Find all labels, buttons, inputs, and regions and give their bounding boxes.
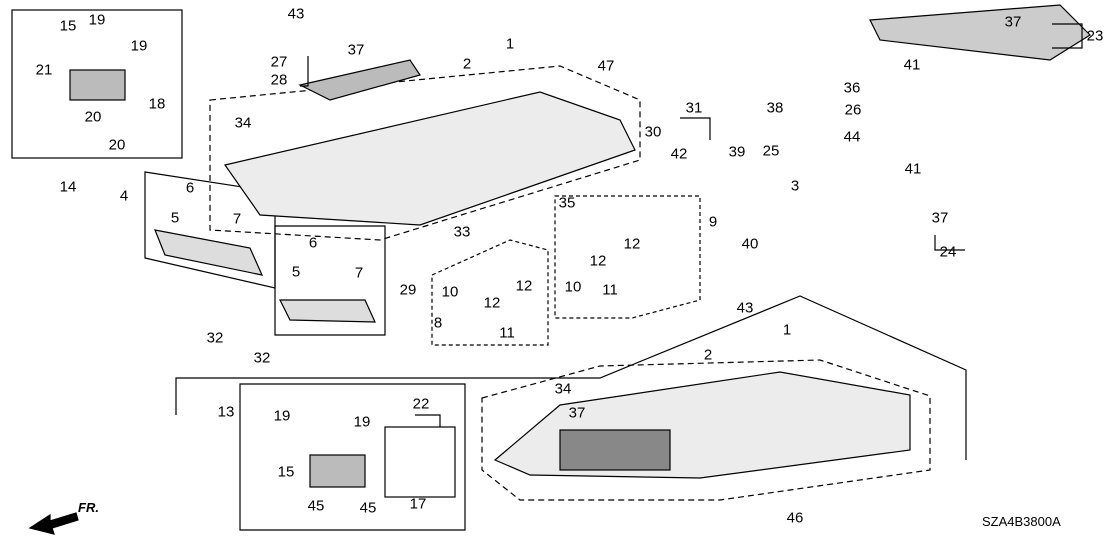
part-label-46[interactable]: 46 — [786, 509, 804, 527]
part-label-7[interactable]: 7 — [232, 210, 242, 228]
part-label-15[interactable]: 15 — [59, 17, 77, 35]
part-label-36[interactable]: 36 — [843, 79, 861, 97]
part-label-37[interactable]: 37 — [1004, 13, 1022, 31]
part-label-6[interactable]: 6 — [308, 234, 318, 252]
part-label-12[interactable]: 12 — [515, 277, 533, 295]
part-label-9[interactable]: 9 — [708, 213, 718, 231]
part-23 — [869, 4, 1091, 61]
part-label-45[interactable]: 45 — [359, 499, 377, 517]
part-label-1[interactable]: 1 — [782, 321, 792, 339]
part-label-44[interactable]: 44 — [843, 128, 861, 146]
part-label-27[interactable]: 27 — [270, 53, 288, 71]
group-box-13 — [239, 383, 466, 531]
part-label-37[interactable]: 37 — [931, 209, 949, 227]
part-label-11[interactable]: 11 — [499, 324, 515, 342]
part-label-6[interactable]: 6 — [185, 179, 195, 197]
part-label-47[interactable]: 47 — [597, 57, 615, 75]
part-label-23[interactable]: 23 — [1086, 27, 1104, 45]
part-label-24[interactable]: 24 — [939, 243, 957, 261]
part-label-42[interactable]: 42 — [670, 145, 688, 163]
part-label-5[interactable]: 5 — [291, 263, 301, 281]
part-label-41[interactable]: 41 — [904, 160, 922, 178]
part-label-40[interactable]: 40 — [741, 235, 759, 253]
group-box-46 — [481, 359, 931, 501]
group-box-8 — [431, 239, 549, 346]
part-label-21[interactable]: 21 — [35, 61, 53, 79]
part-label-30[interactable]: 30 — [644, 123, 662, 141]
part-label-20[interactable]: 20 — [108, 136, 126, 154]
part-label-7[interactable]: 7 — [354, 264, 364, 282]
part-label-32[interactable]: 32 — [253, 349, 271, 367]
part-label-20[interactable]: 20 — [84, 108, 102, 126]
part-label-32[interactable]: 32 — [206, 329, 224, 347]
part-map-light-13 — [309, 454, 366, 488]
part-label-12[interactable]: 12 — [483, 294, 501, 312]
part-label-5[interactable]: 5 — [170, 209, 180, 227]
part-label-11[interactable]: 11 — [602, 281, 618, 299]
part-label-14[interactable]: 14 — [59, 178, 77, 196]
part-label-31[interactable]: 31 — [685, 99, 703, 117]
part-label-35[interactable]: 35 — [558, 194, 576, 212]
group-box-14 — [11, 9, 183, 159]
part-label-41[interactable]: 41 — [903, 56, 921, 74]
part-label-12[interactable]: 12 — [589, 252, 607, 270]
part-label-22[interactable]: 22 — [412, 395, 430, 413]
leader-24 — [934, 235, 965, 251]
sunroof-opening — [559, 429, 671, 471]
part-label-45[interactable]: 45 — [307, 497, 325, 515]
part-map-light-14 — [69, 69, 126, 101]
part-label-15[interactable]: 15 — [277, 463, 295, 481]
group-box-47 — [209, 65, 641, 241]
part-label-34[interactable]: 34 — [554, 380, 572, 398]
part-label-38[interactable]: 38 — [766, 99, 784, 117]
part-label-37[interactable]: 37 — [568, 404, 586, 422]
group-box-9 — [554, 195, 701, 319]
part-label-28[interactable]: 28 — [270, 71, 288, 89]
group-box-22 — [384, 426, 456, 498]
leader-23 — [1052, 23, 1083, 49]
part-label-19[interactable]: 19 — [88, 11, 106, 29]
leader-31 — [680, 117, 711, 140]
sun-visor-29 — [279, 299, 376, 323]
part-label-19[interactable]: 19 — [273, 407, 291, 425]
part-27-28 — [298, 59, 421, 101]
part-label-33[interactable]: 33 — [453, 223, 471, 241]
sun-visor-4 — [154, 229, 264, 276]
part-label-18[interactable]: 18 — [148, 95, 166, 113]
part-label-25[interactable]: 25 — [762, 142, 780, 160]
leader-22 — [415, 414, 441, 427]
roof-frame-line — [175, 295, 967, 460]
part-label-2[interactable]: 2 — [462, 55, 472, 73]
part-label-10[interactable]: 10 — [441, 283, 459, 301]
part-label-8[interactable]: 8 — [433, 314, 443, 332]
part-label-13[interactable]: 13 — [217, 403, 235, 421]
part-label-37[interactable]: 37 — [347, 41, 365, 59]
part-label-19[interactable]: 19 — [130, 37, 148, 55]
part-label-19[interactable]: 19 — [353, 413, 371, 431]
part-label-3[interactable]: 3 — [790, 177, 800, 195]
part-label-34[interactable]: 34 — [234, 114, 252, 132]
front-arrow-icon — [28, 512, 79, 535]
part-label-29[interactable]: 29 — [399, 281, 417, 299]
part-label-4[interactable]: 4 — [119, 187, 129, 205]
direction-label: FR. — [78, 500, 99, 515]
part-label-43[interactable]: 43 — [287, 5, 305, 23]
part-label-1[interactable]: 1 — [505, 35, 515, 53]
group-box-29 — [274, 225, 386, 336]
part-label-12[interactable]: 12 — [623, 235, 641, 253]
leader-27-28 — [300, 56, 309, 87]
headliner-upper — [223, 91, 636, 226]
part-label-10[interactable]: 10 — [564, 278, 582, 296]
part-label-2[interactable]: 2 — [703, 346, 713, 364]
part-label-43[interactable]: 43 — [736, 299, 754, 317]
part-label-39[interactable]: 39 — [728, 143, 746, 161]
diagram-code: SZA4B3800A — [982, 514, 1061, 529]
part-label-17[interactable]: 17 — [409, 495, 427, 513]
part-label-26[interactable]: 26 — [844, 101, 862, 119]
